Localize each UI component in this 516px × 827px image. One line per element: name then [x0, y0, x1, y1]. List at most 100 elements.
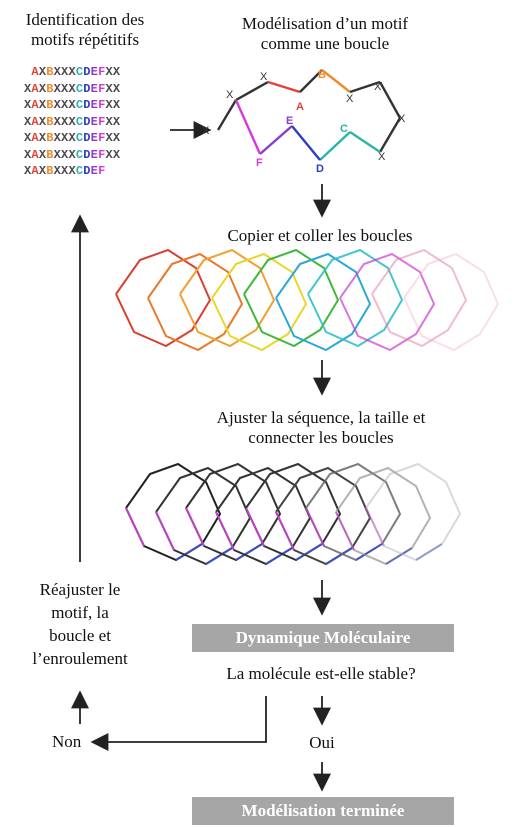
sequence-letter: C [75, 131, 84, 145]
sequence-letter: D [83, 81, 91, 96]
sequence-row: XAXBXXXCDEFXX [24, 130, 120, 147]
sequence-letter: F [98, 114, 106, 129]
sequence-letter: X [53, 114, 62, 129]
readjust-line2: motif, la [51, 603, 109, 622]
loop-outline [365, 462, 462, 562]
loop-outline [403, 252, 500, 352]
sequence-letter: B [46, 114, 54, 129]
loop-label: F [256, 157, 263, 169]
sequence-letter: X [112, 114, 121, 129]
sequence-letter: F [98, 164, 106, 178]
sequence-letter: X [68, 164, 76, 178]
sequence-letter: X [61, 164, 69, 178]
readjust-text: Réajuster le motif, la boucle et l’enrou… [6, 578, 154, 670]
sequence-letter: B [46, 164, 54, 178]
sequence-letter: X [61, 81, 69, 96]
loop-segment [205, 547, 233, 565]
loop-bond [319, 131, 351, 161]
loop-segment [215, 511, 235, 551]
sequence-letter: A [31, 65, 39, 79]
sequence-letter: X [38, 114, 47, 129]
sequence-letter: X [53, 164, 62, 178]
loop-outline [371, 248, 468, 348]
sequence-row: XAXBXXXCDEFXX [24, 147, 120, 164]
copied-loops-illustration [115, 248, 500, 352]
loop-bond [259, 125, 293, 155]
sequence-letter: A [31, 164, 39, 178]
loop-label: A [296, 101, 304, 113]
sequence-letter: B [46, 147, 54, 162]
sequence-letter: E [90, 98, 99, 112]
readjust-line1: Réajuster le [39, 580, 121, 599]
ajuster-title: Ajuster la séquence, la taille et connec… [166, 408, 476, 448]
sequence-letter: X [24, 147, 32, 162]
sequence-letter: C [75, 114, 84, 129]
sequence-row: AXBXXXCDEFXX [24, 64, 120, 81]
loop-outline [305, 462, 402, 562]
dynamique-moleculaire-box: Dynamique Moléculaire [192, 624, 454, 652]
copier-title: Copier et coller les boucles [227, 226, 413, 245]
sequence-letter: E [90, 114, 99, 129]
loop-segment [305, 507, 325, 547]
sequence-letter: D [83, 131, 91, 145]
sequence-letter: X [53, 98, 62, 112]
sequence-letter: X [24, 98, 32, 112]
sequence-letter: D [83, 98, 91, 112]
loop-label: X [202, 125, 210, 137]
sequence-letter: X [38, 98, 47, 112]
loop-segment [235, 543, 263, 561]
sequence-row: XAXBXXXCDEF [24, 163, 120, 180]
loop-label: X [374, 81, 382, 93]
sequence-letter: A [31, 147, 39, 162]
sequence-letter: X [53, 147, 62, 162]
sequence-letter: E [90, 131, 99, 145]
sequence-letter: X [112, 98, 121, 112]
loop-segment [275, 511, 295, 551]
answer-no: Non [52, 732, 82, 751]
sequence-letter: D [83, 65, 91, 79]
loop-bond [267, 80, 301, 94]
sequence-letter: X [24, 131, 32, 145]
sequence-letter: X [24, 114, 32, 129]
loop-bond [378, 117, 402, 153]
identification-title-line1: Identification des [25, 10, 145, 29]
loop-label: C [340, 123, 348, 135]
sequence-letter: X [24, 81, 32, 96]
sequence-letter: X [112, 147, 121, 162]
modelisation-title-line1: Modélisation d’un motif [241, 14, 409, 33]
sequence-letter: A [31, 81, 39, 96]
loop-outline [275, 252, 372, 352]
sequence-letter: X [68, 114, 76, 129]
loop-segment [365, 507, 385, 547]
sequence-letter: A [31, 114, 39, 129]
sequence-row: XAXBXXXCDEFXX [24, 114, 120, 131]
sequence-letter: A [31, 98, 39, 112]
sequence-letter: X [68, 81, 76, 96]
loop-bond [378, 81, 402, 119]
loop-label: B [318, 69, 326, 81]
loop-label: X [346, 93, 354, 105]
sequence-letter: X [53, 131, 62, 145]
sequence-letter: E [90, 147, 99, 162]
sequence-letter: X [105, 65, 113, 79]
sequence-letter: C [75, 81, 84, 96]
loop-outline [125, 462, 222, 562]
loop-outline [339, 252, 436, 352]
loop-segment [265, 547, 293, 565]
loop-outline [147, 252, 244, 352]
sequence-letter: X [38, 81, 47, 96]
stability-question: La molécule est-elle stable? [226, 664, 416, 683]
sequence-letter: X [105, 98, 113, 112]
sequence-letter: X [61, 147, 69, 162]
loop-outline [179, 248, 276, 348]
loop-outline [307, 248, 404, 348]
loop-label: X [398, 113, 406, 125]
sequence-letter: X [61, 114, 69, 129]
ajuster-title-line1: Ajuster la séquence, la taille et [216, 408, 426, 427]
sequence-letter: B [46, 131, 54, 145]
sequence-letter: D [83, 114, 91, 129]
sequence-row: XAXBXXXCDEFXX [24, 81, 120, 98]
